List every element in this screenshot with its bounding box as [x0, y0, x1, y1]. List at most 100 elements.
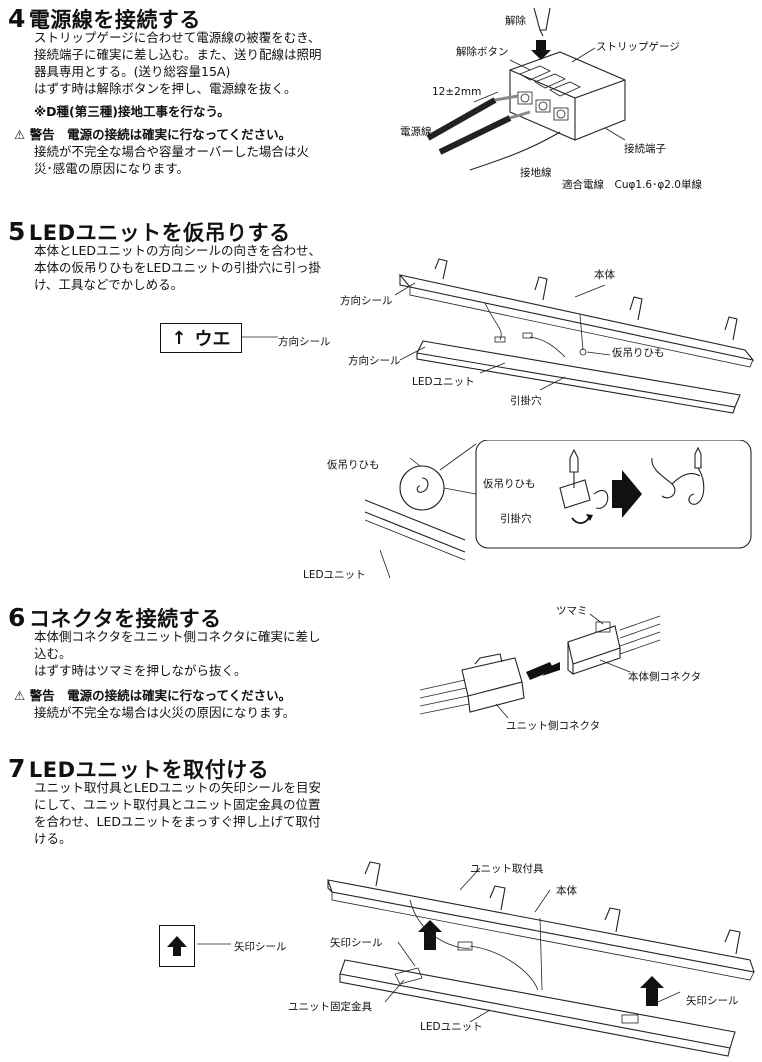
cord-knot [569, 448, 579, 473]
step4-warning: ⚠ 警告 電源の接続は確実に行なってください。 接続が不完全な場合や容量オーバー… [14, 126, 309, 177]
connector-cord [484, 302, 502, 341]
screwdriver-icon [533, 7, 551, 31]
hook-plate [559, 479, 591, 509]
step5-body: 本体とLEDユニットの方向シールの向きを合わせ、 本体の仮吊りひもをLEDユニッ… [34, 243, 321, 292]
right-arrow-icon [612, 470, 642, 518]
label-hanging-cord-2: 仮吊りひも [327, 459, 380, 471]
label-direction-seal-mid: 方向シール [348, 355, 401, 367]
s-hook [593, 490, 609, 509]
bracket [364, 861, 381, 887]
magnifier-circle [399, 465, 445, 511]
label-hook-hole: 引掛穴 [510, 395, 542, 407]
hook-after [688, 467, 705, 505]
label-knob: ツマミ [556, 605, 588, 617]
label-length: 12±2mm [432, 86, 482, 98]
down-arrow-icon [531, 40, 551, 60]
step6-number: 6 [8, 603, 26, 632]
terminal-block [509, 51, 626, 141]
install-diagram [327, 861, 755, 1057]
label-arrow-seal-mid: 矢印シール [330, 937, 383, 949]
label-strip-gauge: ストリップゲージ [596, 41, 680, 53]
hanging-cord [579, 314, 584, 351]
fixture-body [398, 274, 755, 361]
warning-icon: ⚠ [14, 127, 30, 142]
unit-connector [461, 657, 523, 697]
step6-body: 本体側コネクタをユニット側コネクタに確実に差し 込む。 はずす時はツマミを押しな… [34, 629, 321, 678]
arrow-seal-leader [197, 943, 231, 945]
label-body: 本体 [594, 269, 615, 281]
knob [595, 621, 611, 633]
hanging-cord [539, 917, 543, 991]
step5-title-text: LEDユニットを仮吊りする [28, 221, 291, 245]
hook-detail-diagram [364, 440, 752, 579]
bracket [724, 929, 741, 955]
body-led-diagram [395, 258, 755, 414]
arrow-seal [159, 925, 195, 967]
step7-title-text: LEDユニットを取付ける [28, 758, 270, 782]
body-connector [567, 625, 621, 665]
step6-warning-body: 接続が不完全な場合は火災の原因になります。 [34, 705, 296, 720]
up-arrow-icon [167, 936, 187, 956]
step6-warning-title: 警告 電源の接続は確実に行なってください。 [29, 688, 292, 703]
label-arrow-seal-left: 矢印シール [234, 941, 287, 953]
label-release-button: 解除ボタン [456, 46, 509, 58]
label-unit-connector: ユニット側コネクタ [506, 720, 601, 732]
label-wire-spec: 適合電線 Cuφ1.6･φ2.0単線 [562, 179, 702, 191]
step4-number: 4 [8, 4, 26, 33]
label-ground-wire: 接地線 [520, 167, 552, 179]
bracket [629, 296, 643, 321]
step4-body: ストリップゲージに合わせて電源線の被覆をむき、 接続端子に確実に差し込む。また、… [34, 30, 322, 96]
label-fixing-bracket: ユニット固定金具 [288, 1001, 372, 1013]
label-unit-bracket: ユニット取付具 [470, 863, 544, 875]
label-body-connector: 本体側コネクタ [628, 671, 702, 683]
unit-cord [529, 336, 566, 358]
step4-warning-title: 警告 電源の接続は確実に行なってください。 [29, 127, 292, 142]
label-release: 解除 [505, 15, 526, 27]
ground-wire [469, 131, 561, 171]
step7-number: 7 [8, 754, 26, 783]
direction-seal-text: ウエ [194, 329, 231, 350]
bracket [489, 885, 506, 911]
label-direction-seal-top: 方向シール [340, 295, 393, 307]
fixing-bracket [394, 967, 423, 985]
label-hanging-cord-3: 仮吊りひも [483, 478, 536, 490]
bracket [604, 907, 621, 933]
step4-warning-body: 接続が不完全な場合や容量オーバーした場合は火 災･感電の原因になります。 [34, 144, 309, 176]
label-terminal: 接続端子 [624, 143, 666, 155]
step4-note: ※D種(第三種)接地工事を行なう。 [34, 104, 230, 119]
seal-leader [242, 336, 278, 338]
label-hanging-cord: 仮吊りひも [612, 347, 665, 359]
bracket [534, 276, 548, 301]
detail-box [475, 440, 752, 549]
step7-body: ユニット取付具とLEDユニットの矢印シールを目安 にして、ユニット取付具とユニッ… [34, 780, 321, 846]
step5-number: 5 [8, 217, 26, 246]
direction-seal: ↑ ウエ [160, 323, 242, 353]
terminal-diagram [426, 7, 626, 171]
label-led-unit-2: LEDユニット [303, 569, 366, 581]
label-led-unit: LEDユニット [420, 1021, 483, 1033]
curved-arrow-icon [571, 515, 591, 524]
warning-icon: ⚠ [14, 688, 30, 703]
bracket [724, 316, 738, 341]
label-led-unit: LEDユニット [412, 376, 475, 388]
step6-title-text: コネクタを接続する [28, 607, 222, 631]
step6-warning: ⚠ 警告 電源の接続は確実に行なってください。 接続が不完全な場合は火災の原因に… [14, 687, 295, 721]
label-arrow-seal-right: 矢印シール [686, 995, 739, 1007]
label-body: 本体 [556, 885, 577, 897]
hook-icon [416, 477, 429, 493]
unit-cord [469, 945, 539, 991]
label-hook-hole-2: 引掛穴 [500, 513, 532, 525]
crimped-cord [651, 457, 676, 499]
up-arrow-icon: ↑ [171, 327, 187, 349]
label-power-wire: 電源線 [400, 126, 432, 138]
cord-knot-2 [694, 446, 702, 469]
connector-diagram [420, 613, 661, 719]
connector-cord [409, 899, 471, 949]
label-direction-seal-low: 方向シール [278, 336, 331, 348]
bracket [434, 258, 448, 280]
up-arrow-icon [640, 976, 664, 1006]
